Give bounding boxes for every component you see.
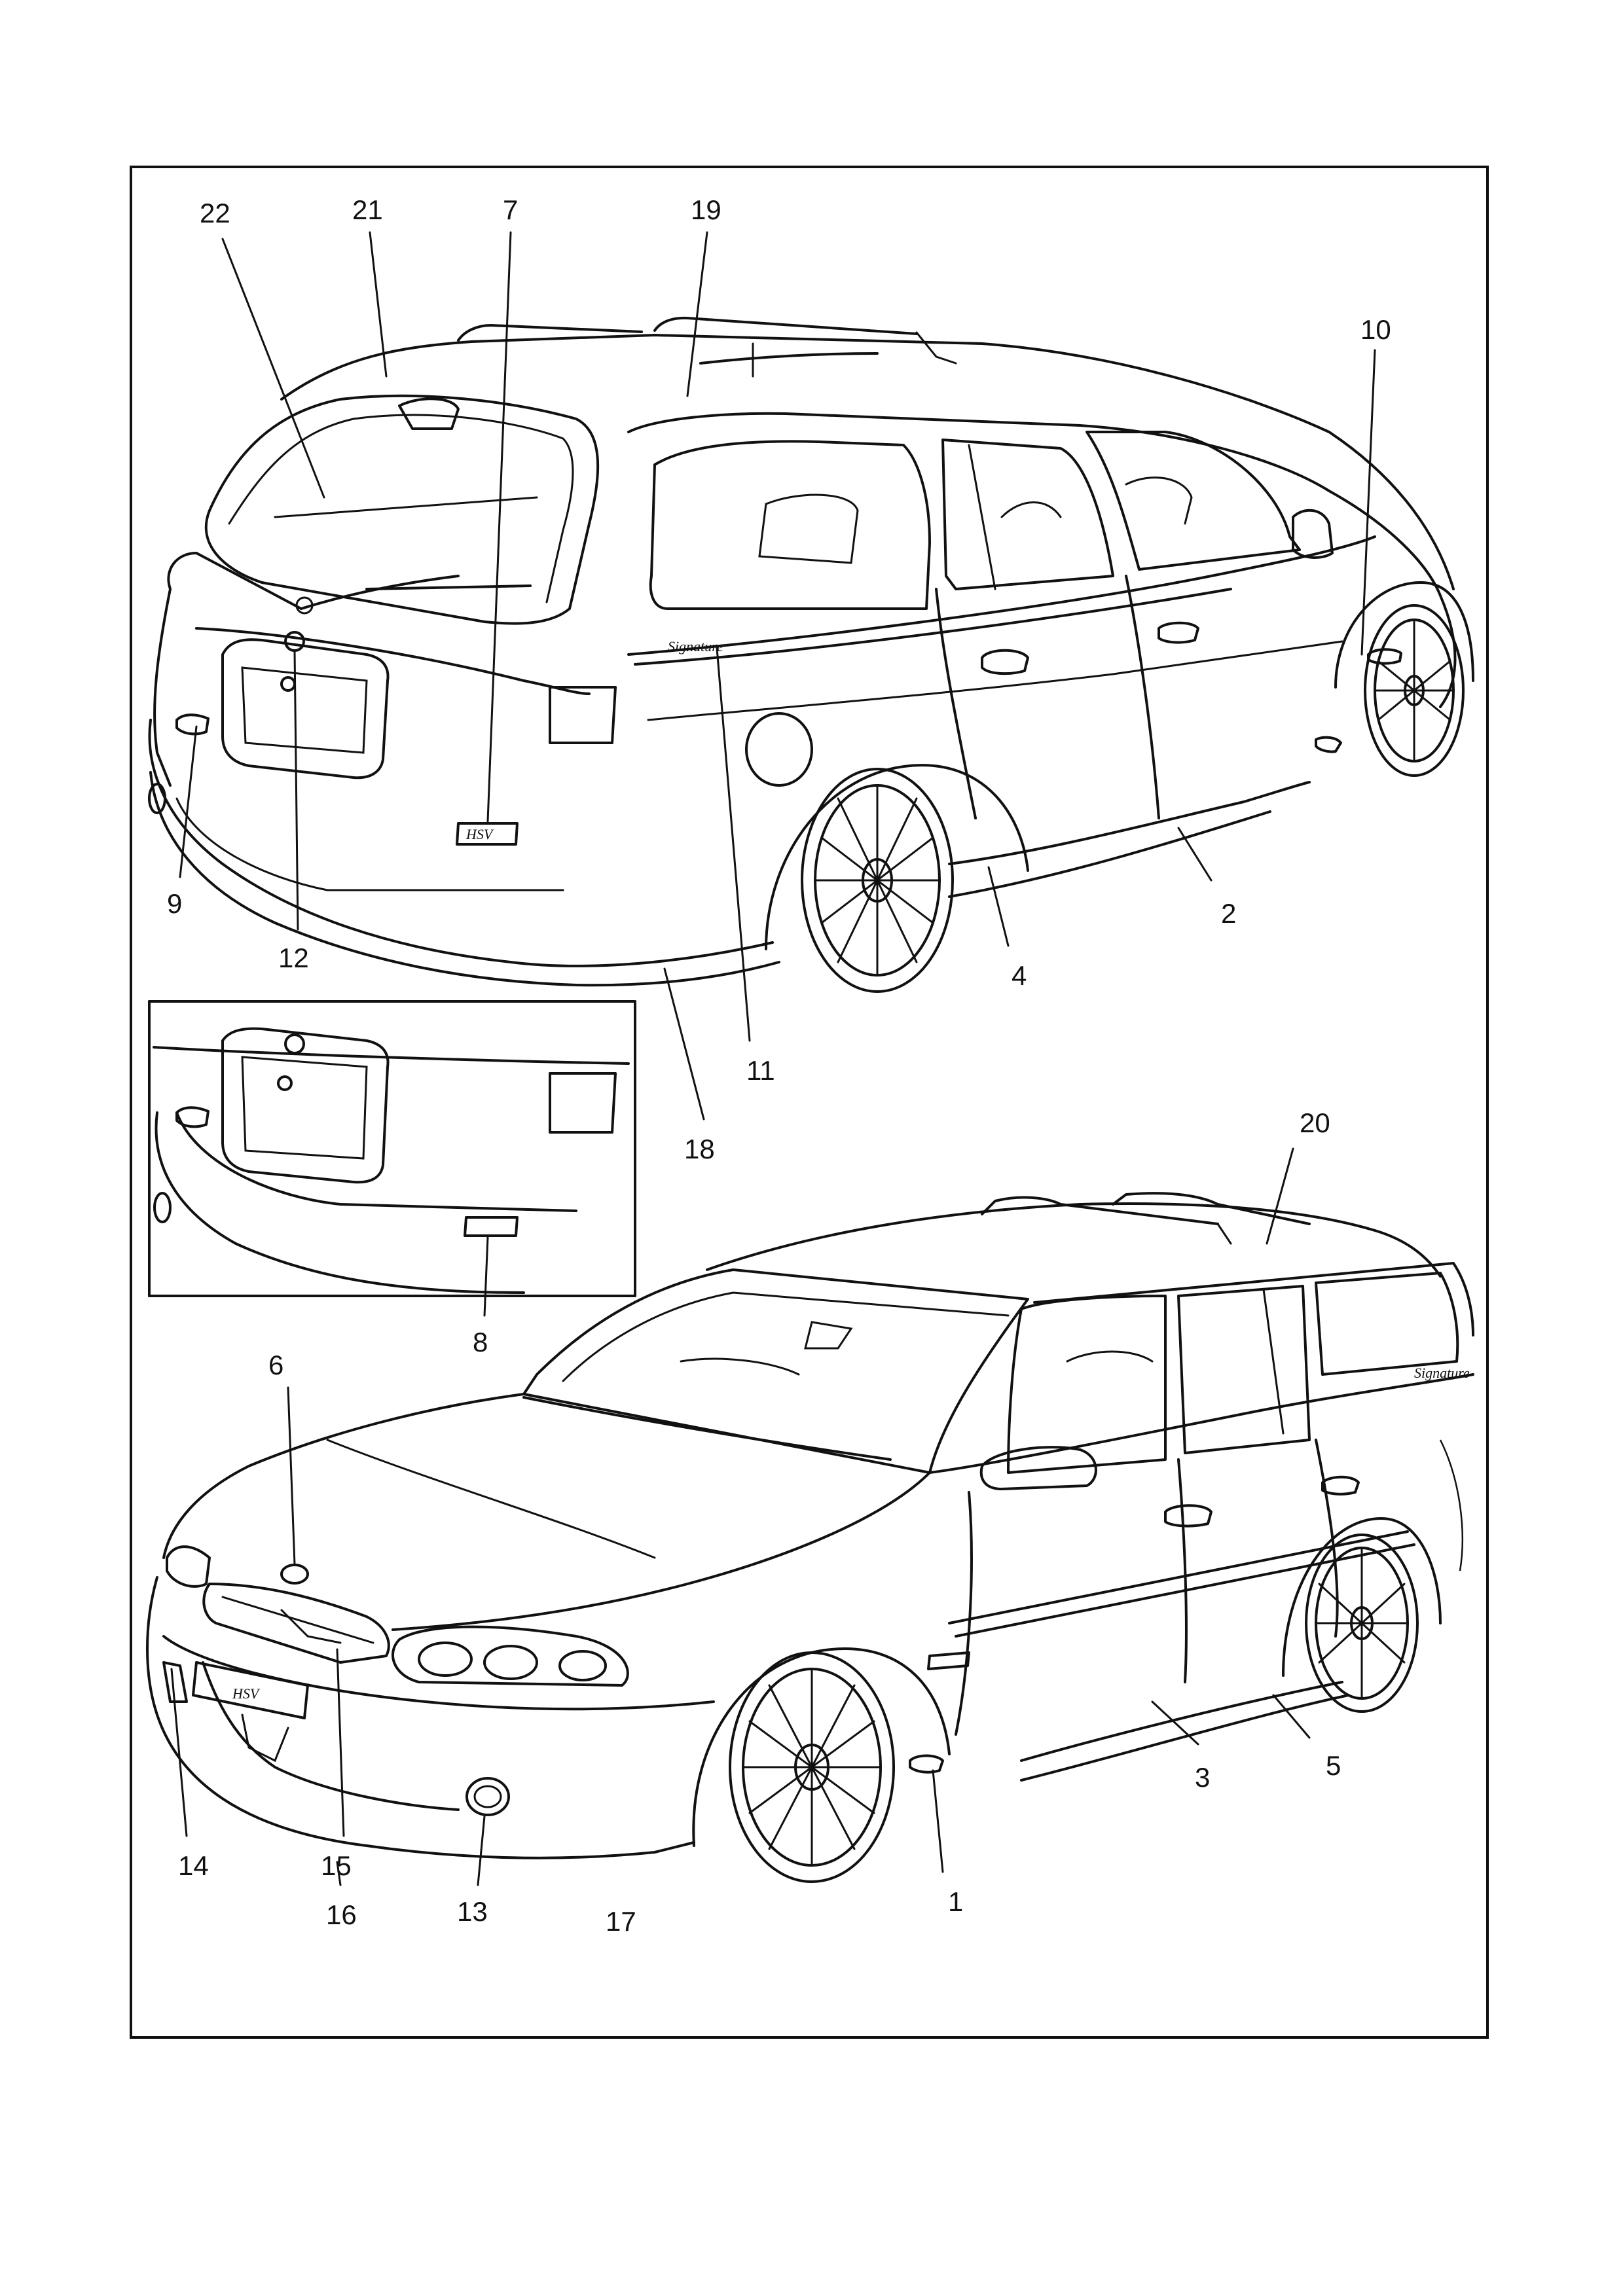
callout-18: 18 <box>684 1134 715 1164</box>
rear-model-badge: HSV <box>465 826 494 842</box>
callout-21: 21 <box>352 194 383 225</box>
callout-17: 17 <box>606 1906 636 1937</box>
callout-10: 10 <box>1360 314 1391 345</box>
callout-22: 22 <box>200 198 230 228</box>
signature-script-badge: Signature <box>668 638 723 655</box>
rear-detail-inset <box>149 1001 635 1296</box>
callout-11: 11 <box>746 1055 775 1086</box>
callout-7: 7 <box>503 194 518 225</box>
rear-signature-badge: Signature <box>1414 1365 1470 1381</box>
callout-16: 16 <box>326 1899 357 1930</box>
rear-view-wagon: HSV Signature <box>149 318 1473 992</box>
callout-9: 9 <box>167 888 182 919</box>
callout-4: 4 <box>1012 960 1027 991</box>
callout-13: 13 <box>457 1896 488 1927</box>
callout-14: 14 <box>178 1850 209 1881</box>
callout-2: 2 <box>1221 898 1236 929</box>
callout-20: 20 <box>1300 1107 1330 1138</box>
callout-3: 3 <box>1195 1762 1210 1793</box>
callout-8: 8 <box>473 1327 488 1357</box>
callout-1: 1 <box>948 1886 963 1917</box>
callout-6: 6 <box>268 1350 283 1380</box>
callout-5: 5 <box>1326 1750 1341 1781</box>
callout-19: 19 <box>691 194 721 225</box>
callout-12: 12 <box>278 942 309 973</box>
front-plate-text: HSV <box>232 1685 261 1702</box>
callout-15: 15 <box>321 1850 352 1881</box>
